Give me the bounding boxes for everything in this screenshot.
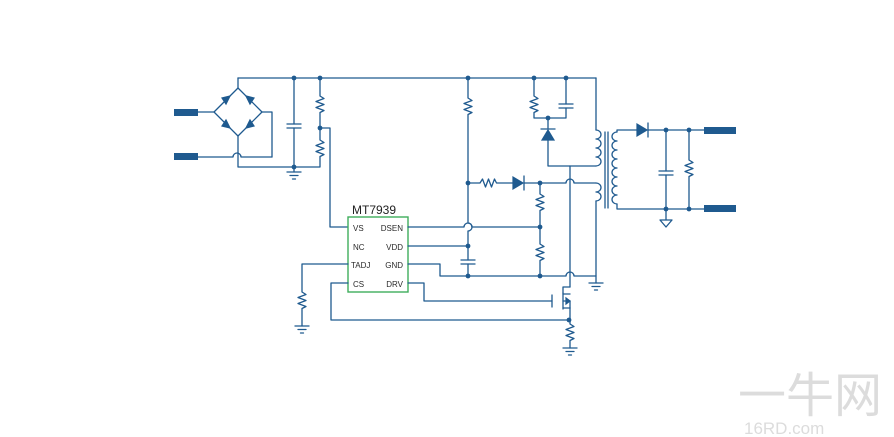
power-mosfet [551,165,572,323]
bulk-capacitor [286,77,302,180]
pin-nc: NC [353,243,365,252]
pin-cs: CS [353,280,364,289]
pin-vs: VS [353,224,364,233]
controller-ic: MT7939 VS NC TADJ CS DSEN VDD GND DRV [347,203,409,293]
dc-output-terminal-negative [704,205,736,212]
wire-cs-sense [330,282,570,321]
output-rectifier [636,122,705,138]
vs-divider-resistors [293,77,351,228]
wire-drv [407,282,553,302]
aux-resistor-diode [467,175,597,191]
vdd-supply-resistor [463,77,473,261]
ac-input-terminal-2 [174,153,198,160]
dsen-divider-resistors [535,182,545,279]
pin-dsen: DSEN [381,224,403,233]
tadj-resistor [294,263,349,334]
wire-dsen [407,222,541,228]
bridge-rectifier [213,77,295,168]
output-load-resistor [684,129,694,212]
ic-part-number: MT7939 [352,203,396,217]
dc-output-terminal-positive [704,127,736,134]
wire-ac2 [197,152,273,158]
vdd-capacitor [460,259,476,279]
pin-tadj: TADJ [351,261,370,270]
svg-text:一牛网: 一牛网 [738,370,882,423]
output-capacitor [658,129,674,228]
ac-input-terminal-1 [174,109,198,116]
wire-gnd [407,263,597,277]
svg-text:16RD.com: 16RD.com [744,419,824,437]
flyback-transformer [588,77,711,291]
watermark-logo: 一牛网 16RD.com [738,370,882,437]
rcd-snubber [529,77,597,167]
pin-drv: DRV [386,280,403,289]
pin-gnd: GND [385,261,403,270]
current-sense-resistor [562,319,578,356]
pin-vdd: VDD [386,243,403,252]
